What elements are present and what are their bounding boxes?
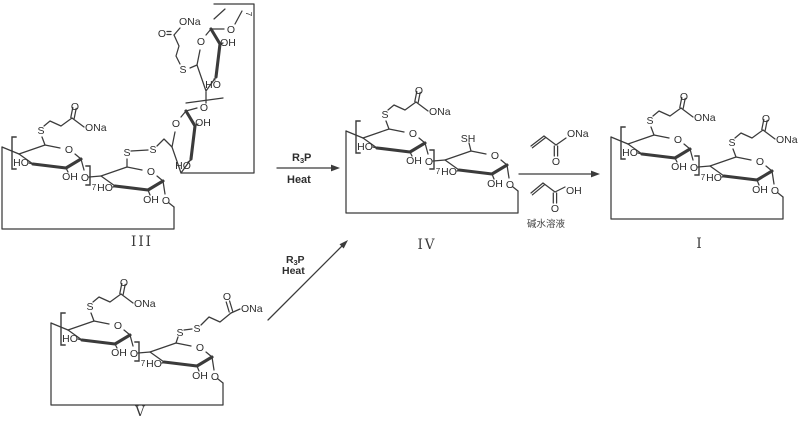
ona-label: ONa <box>567 128 589 140</box>
ona-label: ONa <box>179 16 201 28</box>
reagent-r3p-p: P <box>304 152 311 164</box>
hydroxyl-label: HO <box>205 79 221 91</box>
reagent-acrylic-acid: O OH <box>530 182 582 215</box>
compound-label-iv: IV <box>417 237 436 253</box>
reaction-arrow-3: O ONa O OH 碱水溶液 <box>518 128 600 230</box>
bond <box>200 312 232 326</box>
cd-motif-v <box>51 277 223 405</box>
bond <box>213 78 216 81</box>
bond <box>234 10 243 25</box>
bond <box>219 42 224 45</box>
disulfide-bond <box>130 149 149 152</box>
vinyl-double-bond <box>530 182 546 196</box>
sulfur-label: S <box>176 327 183 339</box>
bond <box>194 123 199 127</box>
bond <box>555 137 567 146</box>
hydroxyl-label: OH <box>220 37 236 49</box>
cd-motif-i <box>611 91 783 219</box>
condition-heat: Heat <box>282 265 305 277</box>
structure-i: I <box>611 91 799 252</box>
carbonyl-double-bond <box>553 145 559 157</box>
reagent-r3p-sub: 3 <box>300 156 304 165</box>
sulfur-label: S <box>193 323 200 335</box>
arrow-head <box>339 240 348 249</box>
bond <box>468 142 472 152</box>
reagent-r3p: R <box>292 152 300 164</box>
reagent-r3p-p: P <box>298 254 305 266</box>
structure-v: S S O ONa V <box>51 277 263 420</box>
carbonyl-oxygen-label: O <box>552 156 560 168</box>
bond <box>543 135 557 146</box>
bond <box>554 186 566 193</box>
carbonyl-double-bond <box>225 300 234 313</box>
carbonyl-oxygen-label: O <box>158 28 166 40</box>
hydroxyl-label: HO <box>175 160 191 172</box>
carbonyl-oxygen-label: O <box>551 203 559 215</box>
bond <box>173 34 181 65</box>
ring-oxygen-label: O <box>172 118 180 130</box>
arrow-head <box>591 170 600 178</box>
reagent-sodium-acrylate: O ONa <box>530 128 589 168</box>
pendant-right <box>727 112 799 158</box>
arrow-line <box>267 245 343 321</box>
repeat-divider-tick <box>185 97 224 104</box>
bond <box>156 138 173 148</box>
anomeric-oxygen-label: O <box>227 24 235 36</box>
carbonyl-double-bond <box>552 192 558 204</box>
bond <box>173 27 181 36</box>
arrow-head <box>331 164 340 172</box>
compound-label-v: V <box>134 404 147 420</box>
repeat-divider-tick <box>213 8 226 20</box>
sulfur-label: S <box>149 144 156 156</box>
bond <box>185 107 198 112</box>
compound-label-i: I <box>696 236 703 252</box>
structure-iv: SH IV <box>346 85 518 253</box>
reagent-r3p-sub: 3 <box>294 258 298 267</box>
sulfur-label: S <box>123 147 130 159</box>
bond <box>189 64 198 69</box>
disulfide-bond <box>183 328 193 331</box>
vinyl-double-bond <box>530 135 547 149</box>
structure-iii: S S O OH HO O O OH HO O S O ONa 7 <box>2 3 255 250</box>
hydroxyl-label: OH <box>195 117 211 129</box>
reaction-arrow-2: R 3 P Heat <box>267 240 348 321</box>
thiol-label: SH <box>461 133 476 145</box>
compound-label-iii: III <box>131 234 153 250</box>
hydroxyl-label: OH <box>566 185 582 197</box>
carbonyl-double-bond <box>166 30 172 36</box>
macrocycle-loop-upper <box>180 3 255 174</box>
bond <box>187 159 192 163</box>
solvent-note-chinese: 碱水溶液 <box>527 218 566 230</box>
ring-oxygen-label: O <box>197 36 205 48</box>
reagent-r3p: R <box>286 254 294 266</box>
cd-motif-iii <box>2 101 174 229</box>
reaction-arrow-1: R 3 P Heat <box>276 152 340 186</box>
condition-heat: Heat <box>287 174 311 186</box>
ona-label: ONa <box>241 303 263 315</box>
subscript-7-rotated: 7 <box>244 12 253 17</box>
sulfur-label: S <box>179 64 186 76</box>
carbonyl-oxygen-label: O <box>223 291 231 303</box>
anomeric-oxygen-label: O <box>200 102 208 114</box>
cd-motif-iv <box>346 85 518 213</box>
bond <box>230 308 241 314</box>
bond <box>542 182 556 193</box>
bond <box>175 336 179 344</box>
